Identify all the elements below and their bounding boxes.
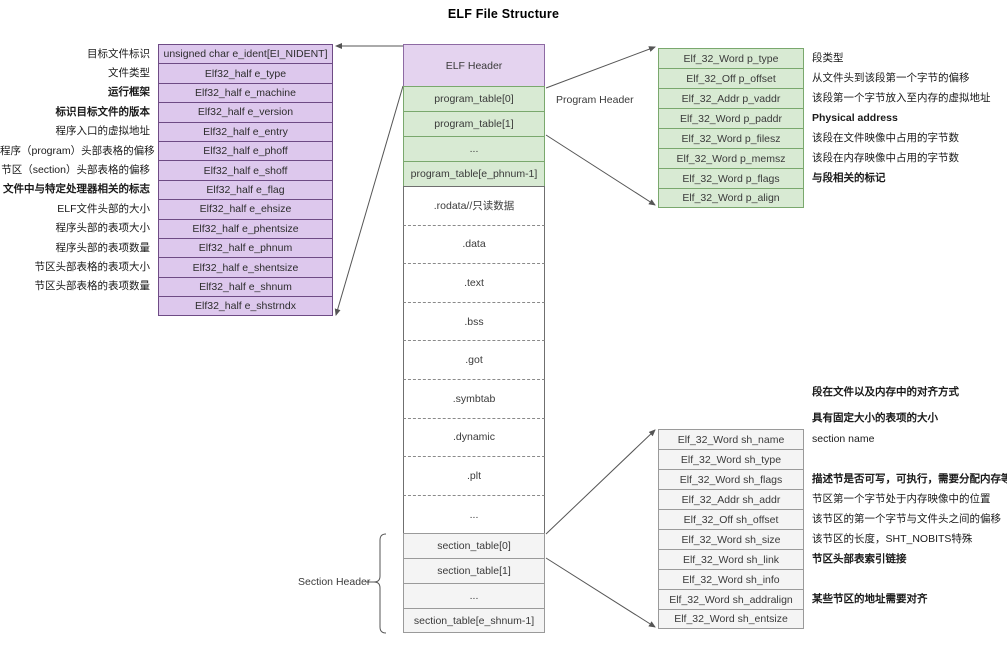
mid-annotation: 具有固定大小的表项的大小: [812, 412, 938, 424]
elf-header-description: 标识目标文件的版本: [55, 105, 151, 118]
center-program-table-row: program_table[1]: [403, 111, 545, 136]
elf-header-description: 节区头部表格的表项大小: [34, 260, 151, 273]
section-header-field-row: Elf_32_Word sh_name: [658, 429, 804, 449]
section-header-annotation: 节区第一个字节处于内存映像中的位置: [812, 493, 991, 505]
connector-section-bottom: [545, 557, 656, 628]
section-header-field-row: Elf_32_Word sh_link: [658, 549, 804, 569]
elf-header-field-row: Elf32_half e_phentsize: [158, 218, 333, 238]
section-header-field-row: Elf_32_Word sh_type: [658, 449, 804, 469]
elf-header-description: 文件类型: [108, 66, 150, 79]
connector-program-top: [545, 46, 656, 89]
program-header-annotation: 从文件头到该段第一个字节的偏移: [812, 72, 970, 84]
elf-header-field-row: Elf32_half e_flag: [158, 179, 333, 200]
section-header-field-row: Elf_32_Word sh_info: [658, 569, 804, 589]
center-section-table-row: section_table[e_shnum-1]: [403, 608, 545, 634]
program-header-field-row: Elf_32_Word p_filesz: [658, 128, 804, 148]
connector-elfheader-bottom: [334, 85, 404, 316]
section-header-annotation: 某些节区的地址需要对齐: [812, 593, 928, 605]
center-section-row: .text: [403, 263, 545, 302]
section-header-annotation: 该节区的第一个字节与文件头之间的偏移: [812, 513, 1001, 525]
page-title: ELF File Structure: [447, 7, 560, 21]
elf-header-field-row: Elf32_half e_shentsize: [158, 257, 333, 277]
label-program-header: Program Header: [556, 94, 634, 106]
elf-header-description: 程序头部的表项大小: [55, 222, 151, 235]
center-section-row: .dynamic: [403, 417, 545, 457]
section-header-annotation: 该节区的长度，SHT_NOBITS特殊: [812, 533, 973, 545]
mid-annotation: 段在文件以及内存中的对齐方式: [812, 386, 959, 398]
elf-header-field-row: Elf32_half e_shstrndx: [158, 296, 333, 316]
program-header-field-row: Elf_32_Word p_paddr: [658, 108, 804, 128]
program-header-annotation: 该段在文件映像中占用的字节数: [812, 132, 959, 144]
program-header-field-row: Elf_32_Word p_align: [658, 188, 804, 208]
section-header-annotation: 描述节是否可写，可执行，需要分配内存等: [812, 473, 1007, 485]
label-section-header: Section Header: [298, 576, 371, 588]
program-header-annotation: 段类型: [812, 52, 844, 64]
elf-header-field-row: Elf32_half e_shoff: [158, 160, 333, 180]
center-program-table-row: program_table[e_phnum-1]: [403, 161, 545, 186]
elf-header-description: 节区（section）头部表格的偏移: [1, 163, 150, 176]
center-program-table-row: program_table[0]: [403, 86, 545, 111]
section-header-field-row: Elf_32_Word sh_size: [658, 529, 804, 549]
elf-header-field-table: unsigned char e_ident[EI_NIDENT]Elf32_ha…: [158, 44, 333, 316]
center-section-row: .bss: [403, 301, 545, 341]
elf-header-field-row: Elf32_half e_phoff: [158, 141, 333, 161]
elf-header-description: ELF文件头部的大小: [57, 202, 150, 215]
center-section-row: .plt: [403, 456, 545, 495]
center-section-row: .got: [403, 340, 545, 379]
elf-header-description: 运行框架: [108, 86, 150, 99]
program-header-annotation: Physical address: [812, 112, 898, 124]
program-header-field-row: Elf_32_Word p_flags: [658, 168, 804, 188]
center-program-table-row: ...: [403, 136, 545, 161]
elf-header-field-row: unsigned char e_ident[EI_NIDENT]: [158, 44, 333, 64]
connector-program-bottom: [545, 134, 656, 206]
section-header-field-row: Elf_32_Word sh_entsize: [658, 609, 804, 629]
program-header-field-row: Elf_32_Addr p_vaddr: [658, 88, 804, 108]
program-header-field-row: Elf_32_Word p_type: [658, 48, 804, 68]
program-header-annotation: 该段在内存映像中占用的字节数: [812, 152, 959, 164]
section-header-field-row: Elf_32_Addr sh_addr: [658, 489, 804, 509]
connector-section-top: [545, 429, 656, 535]
center-section-row: ...: [403, 494, 545, 534]
program-header-annotation: 与段相关的标记: [812, 172, 886, 184]
elf-header-description: 程序头部的表项数量: [55, 241, 151, 254]
center-elf-header: ELF Header: [403, 44, 545, 86]
elf-header-field-row: Elf32_half e_ehsize: [158, 199, 333, 219]
elf-header-field-row: Elf32_half e_machine: [158, 82, 333, 103]
elf-header-description: 文件中与特定处理器相关的标志: [3, 183, 150, 196]
section-header-annotation: 节区头部表索引链接: [812, 553, 907, 565]
program-header-field-row: Elf_32_Off p_offset: [658, 68, 804, 88]
program-header-field-row: Elf_32_Word p_memsz: [658, 148, 804, 168]
elf-header-description: 节区头部表格的表项数量: [34, 280, 151, 293]
section-header-brace: [373, 533, 387, 634]
elf-header-description: 目标文件标识: [87, 47, 150, 60]
elf-header-description: 程序入口的虚拟地址: [55, 125, 151, 138]
elf-header-field-row: Elf32_half e_version: [158, 102, 333, 122]
section-header-field-row: Elf_32_Word sh_flags: [658, 469, 804, 489]
program-header-annotation: 该段第一个字节放入至内存的虚拟地址: [812, 92, 991, 104]
elf-header-field-row: Elf32_half e_shnum: [158, 276, 333, 297]
center-section-table-row: section_table[0]: [403, 533, 545, 559]
elf-header-field-row: Elf32_half e_phnum: [158, 238, 333, 258]
section-header-field-row: Elf_32_Word sh_addralign: [658, 589, 804, 609]
center-section-row: .symbtab: [403, 379, 545, 418]
elf-header-description: 程序（program）头部表格的偏移: [0, 144, 155, 157]
center-section-row: .rodata//只读数据: [403, 186, 545, 225]
center-section-row: .data: [403, 224, 545, 264]
elf-header-field-row: Elf32_half e_type: [158, 63, 333, 83]
section-header-annotation: section name: [812, 433, 875, 445]
center-section-table-row: ...: [403, 583, 545, 609]
elf-header-field-row: Elf32_half e_entry: [158, 121, 333, 141]
section-header-field-row: Elf_32_Off sh_offset: [658, 509, 804, 529]
center-section-table-row: section_table[1]: [403, 558, 545, 584]
